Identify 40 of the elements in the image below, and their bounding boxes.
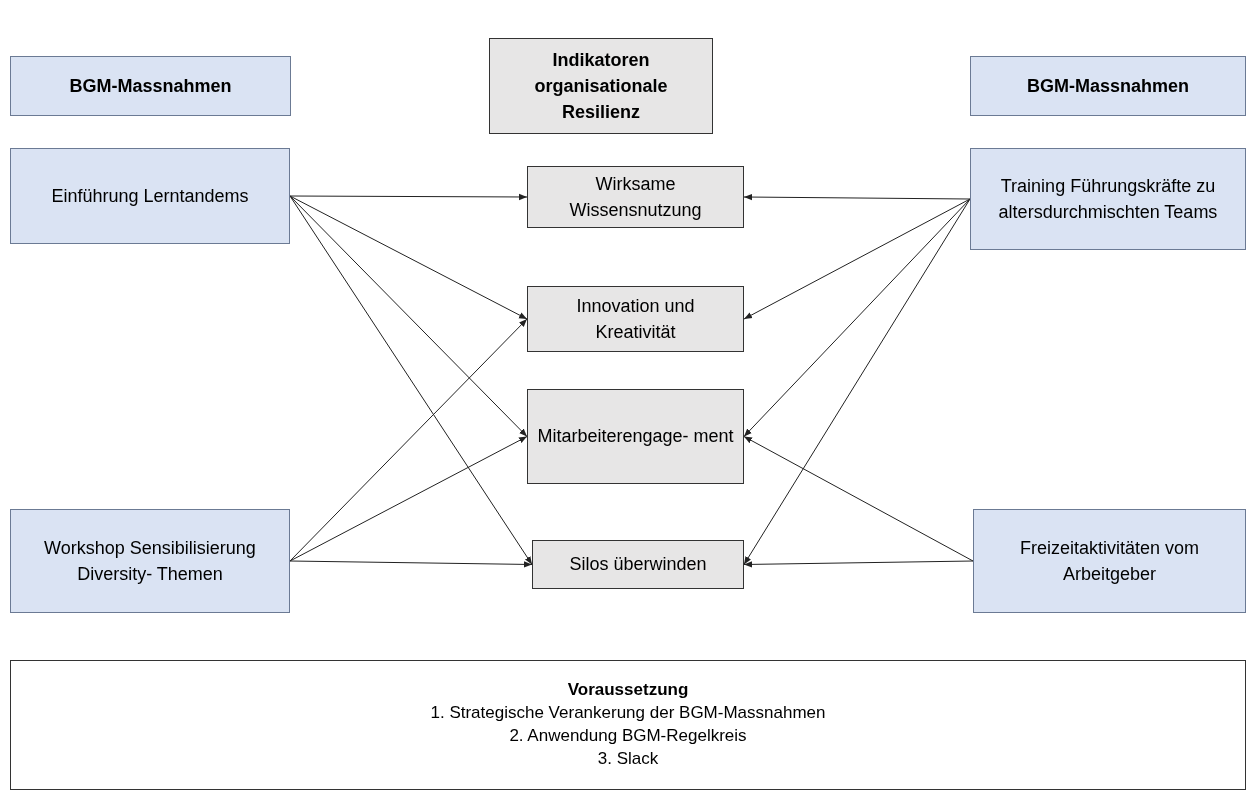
node-label: BGM-Massnahmen <box>1027 74 1189 98</box>
header-box <box>970 56 1246 116</box>
node-label: Innovation und Kreativität <box>575 294 696 344</box>
arrow <box>289 195 528 320</box>
list-item: 1. Strategische Verankerung der BGM-Massnahmen <box>430 702 826 725</box>
process-box <box>10 509 290 613</box>
node-label: BGM-Massnahmen <box>69 74 232 98</box>
arrow <box>743 198 971 437</box>
list-item: 3. Slack <box>597 747 659 770</box>
arrow <box>743 198 971 565</box>
node-label: Training Führungskräfte zu altersdurchmischten Teams <box>997 174 1219 224</box>
arrow <box>289 560 533 568</box>
arrow <box>289 193 528 201</box>
process-box <box>527 286 744 352</box>
arrow <box>289 318 528 562</box>
arrow <box>743 560 974 568</box>
arrow <box>743 193 971 201</box>
header-box <box>489 38 713 134</box>
arrow <box>743 436 974 562</box>
node-label: Freizeitaktivitäten vom Arbeitgeber <box>1018 536 1201 586</box>
node-label: Silos überwinden <box>569 553 707 577</box>
arrow <box>289 195 533 565</box>
process-box <box>532 540 744 589</box>
arrow <box>743 198 971 320</box>
process-box <box>973 509 1246 613</box>
node-label: Wirksame Wissensnutzung <box>568 172 703 222</box>
node-label: Mitarbeiterengage- ment <box>537 425 734 449</box>
list-item: 2. Anwendung BGM-Regelkreis <box>509 725 747 747</box>
node-label: Einführung Lerntandems <box>51 184 249 208</box>
process-box <box>10 148 290 244</box>
arrow <box>289 436 528 562</box>
node-label: Indikatoren organisationale Resilienz <box>533 48 669 125</box>
node-label: Workshop Sensibilisierung Diversity- Themen <box>43 536 257 586</box>
note-heading: Voraussetzung <box>567 679 689 702</box>
process-box <box>527 166 744 228</box>
header-box <box>10 56 291 116</box>
note-box <box>10 660 1246 790</box>
process-box <box>970 148 1246 250</box>
arrow <box>289 195 528 437</box>
process-box <box>527 389 744 484</box>
